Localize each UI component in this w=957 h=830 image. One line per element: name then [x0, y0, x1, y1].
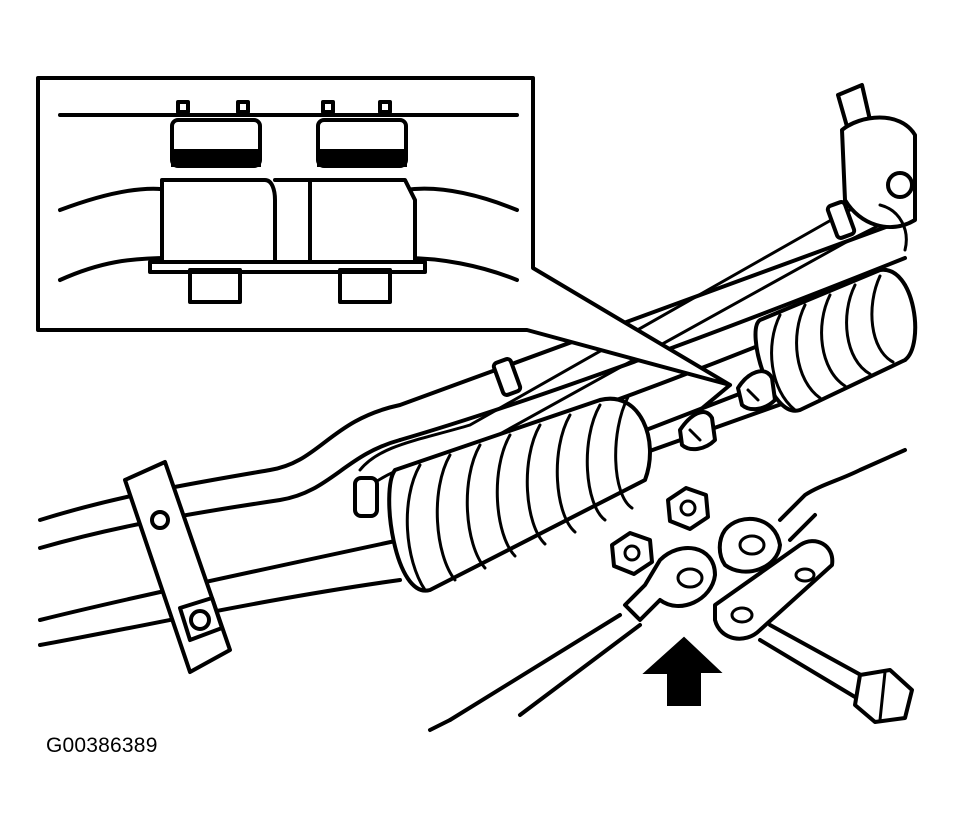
left-mounting-bracket	[123, 460, 232, 674]
nut-upper	[666, 486, 710, 531]
mounting-nuts	[610, 486, 710, 576]
pinion-valve-housing	[836, 83, 917, 252]
right-bellows-boot	[753, 267, 918, 413]
tie-rod-ends	[428, 448, 907, 732]
figure-id-label: G00386389	[46, 734, 158, 757]
detail-inset	[36, 76, 732, 387]
nut-lower	[610, 531, 654, 576]
line-clip-middle	[491, 357, 523, 397]
through-bolt	[758, 623, 914, 724]
tie-rod-end-lower	[623, 546, 717, 622]
retaining-clips	[678, 369, 777, 452]
inset-left-mount	[160, 100, 277, 304]
tie-rod-end-upper	[717, 516, 782, 574]
line-clip-right	[825, 200, 857, 240]
adjusting-plate	[713, 539, 835, 641]
line-fitting-left	[353, 476, 379, 518]
left-bellows-boot	[387, 395, 652, 593]
arrow-up-icon	[642, 636, 723, 706]
